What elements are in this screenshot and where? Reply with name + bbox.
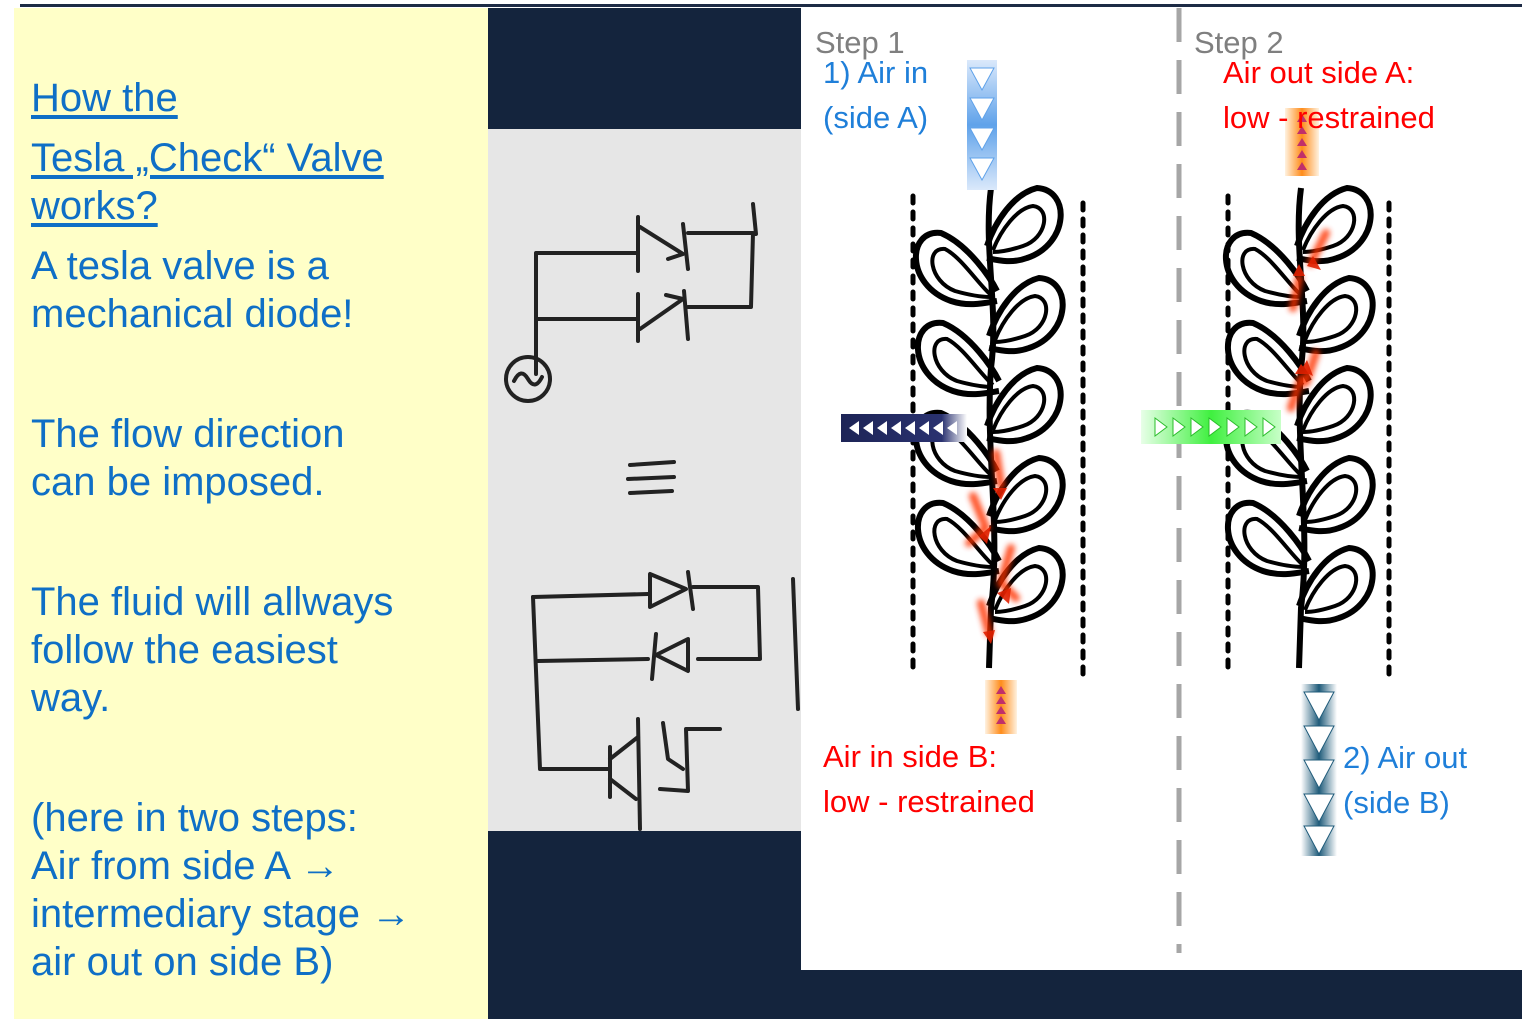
para4-line-4: air out on side B) [31,940,334,984]
tesla-valve-diagram: Step 1 Step 2 1) Air in (side A) Air in … [801,8,1522,970]
step1-air-in-line-1: 1) Air in [823,55,929,90]
ac-source-symbol [504,355,552,403]
step2-label: Step 2 [1194,25,1284,60]
step2-side-a-arrow [1285,108,1319,176]
step1-side-arrow [841,414,967,442]
title-line-1: How the [31,76,178,120]
step2-red-arrowheads [1293,256,1321,376]
step2-red-flow-arrows [1287,229,1330,412]
para4-line-3: intermediary stage → [31,892,412,936]
top-circuit-sketch [504,202,758,403]
para3-line-2: follow the easiest [31,628,338,672]
step2-air-out-line-2: (side B) [1343,785,1450,820]
para2-line-2: can be imposed. [31,460,325,504]
step1-label: Step 1 [815,25,905,60]
step1-air-in-line-2: (side A) [823,100,929,135]
para4-line-1: (here in two steps: [31,796,358,840]
step1-air-in-arrow [967,60,997,190]
step2-air-out-arrow [1301,684,1337,856]
para4-line-2: Air from side A → [31,844,340,888]
step2-air-out-line-1: 2) Air out [1343,740,1468,775]
step2-side-a-line-2: low - restrained [1223,100,1435,135]
equivalence-symbol [626,460,676,495]
circuit-sketch [488,129,801,831]
step1-red-flow-arrows [965,449,1020,637]
step1-side-b-line-2: low - restrained [823,784,1035,819]
title-line-2: Tesla „Check“ Valve [31,136,384,180]
para1-line-2: mechanical diode! [31,292,354,336]
title-line-3: works? [31,184,158,228]
para3-line-3: way. [31,676,111,720]
step1-red-arrowheads [979,488,1011,644]
top-rule [20,4,1522,7]
step2-side-a-line-1: Air out side A: [1223,55,1415,90]
explanation-panel [14,8,488,1019]
step2-side-arrow [1141,410,1281,444]
bottom-circuit-sketch [531,570,800,831]
para1-line-1: A tesla valve is a [31,244,329,288]
para3-line-1: The fluid will allways [31,580,394,624]
step1-side-b-line-1: Air in side B: [823,739,998,774]
para2-line-1: The flow direction [31,412,345,456]
step1-side-b-arrow [985,680,1017,734]
